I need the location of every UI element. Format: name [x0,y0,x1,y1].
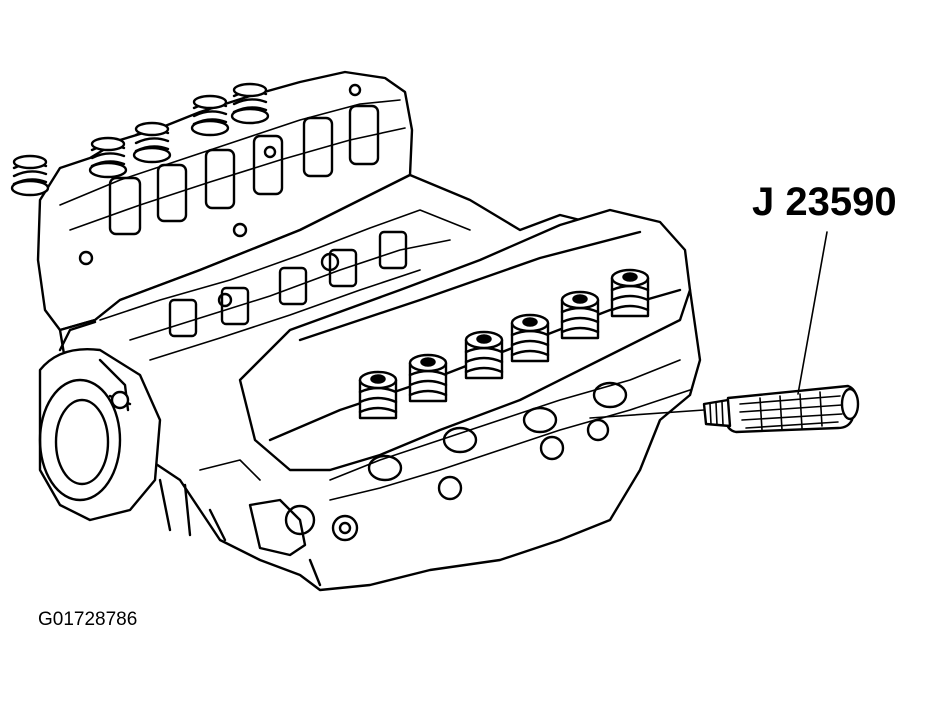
tool-callout-label: J 23590 [752,180,897,224]
lower-block [158,459,322,587]
exhaust-ports [329,359,691,501]
front-bank-valve-springs [358,268,650,420]
front-cover-pulley [38,320,162,522]
left-cylinder-head [36,70,414,332]
figure-id-label: G01728786 [38,609,138,630]
callout-leader-line [797,231,828,395]
valve-spring-tool [589,384,860,434]
back-bank-valve-springs [10,82,270,197]
